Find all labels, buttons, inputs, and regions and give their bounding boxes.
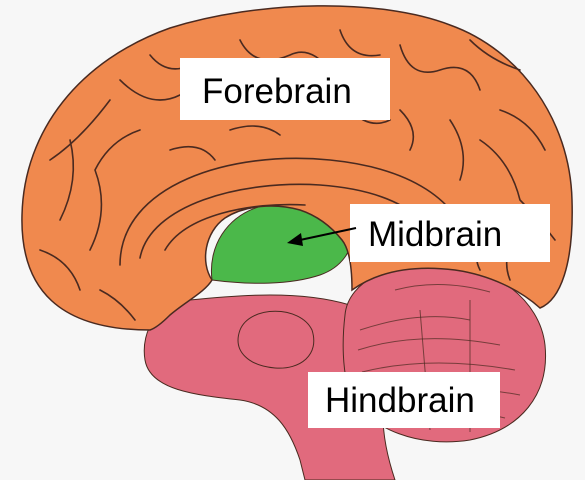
pons	[237, 310, 315, 369]
gyri-folds	[39, 29, 556, 321]
forebrain-label: Forebrain	[180, 58, 390, 120]
arrow-head	[287, 233, 303, 246]
midbrain-label-text: Midbrain	[368, 215, 502, 254]
hindbrain-label-box	[308, 372, 500, 428]
hindbrain-label: Hindbrain	[308, 372, 500, 428]
arrow-shaft	[299, 227, 357, 241]
midbrain-arrow	[287, 227, 357, 246]
midbrain-label-box	[350, 204, 550, 262]
hindbrain-label-text: Hindbrain	[325, 381, 475, 420]
midbrain-label: Midbrain	[350, 204, 550, 262]
forebrain-label-text: Forebrain	[202, 72, 352, 111]
forebrain-label-box	[180, 58, 390, 120]
